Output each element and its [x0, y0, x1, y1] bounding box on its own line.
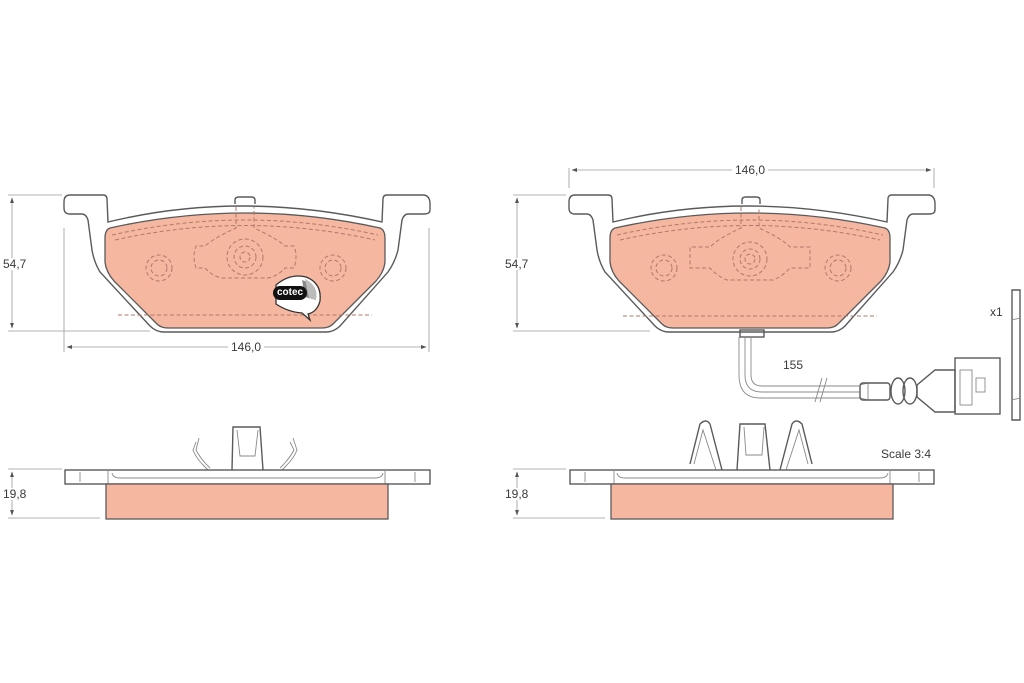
right-thickness-dimension: 19,8 — [502, 488, 532, 500]
scale-label: Scale 3:4 — [881, 447, 932, 461]
right-width-dimension: 146,0 — [732, 164, 769, 176]
sensor-length-dimension: 155 — [783, 358, 804, 372]
left-width-dimension: 146,0 — [228, 341, 265, 353]
cotec-logo-text: cotec — [277, 287, 304, 298]
left-pad-side-view — [8, 426, 431, 520]
cotec-logo — [273, 275, 321, 323]
sensor-quantity: x1 — [990, 305, 1003, 319]
wear-sensor — [738, 289, 1021, 421]
left-pad-front-view — [8, 194, 431, 352]
right-height-dimension: 54,7 — [502, 258, 532, 270]
left-height-dimension: 54,7 — [0, 258, 30, 270]
right-pad-side-view — [513, 420, 935, 520]
right-pad-front-view — [513, 168, 936, 333]
left-thickness-dimension: 19,8 — [0, 488, 30, 500]
